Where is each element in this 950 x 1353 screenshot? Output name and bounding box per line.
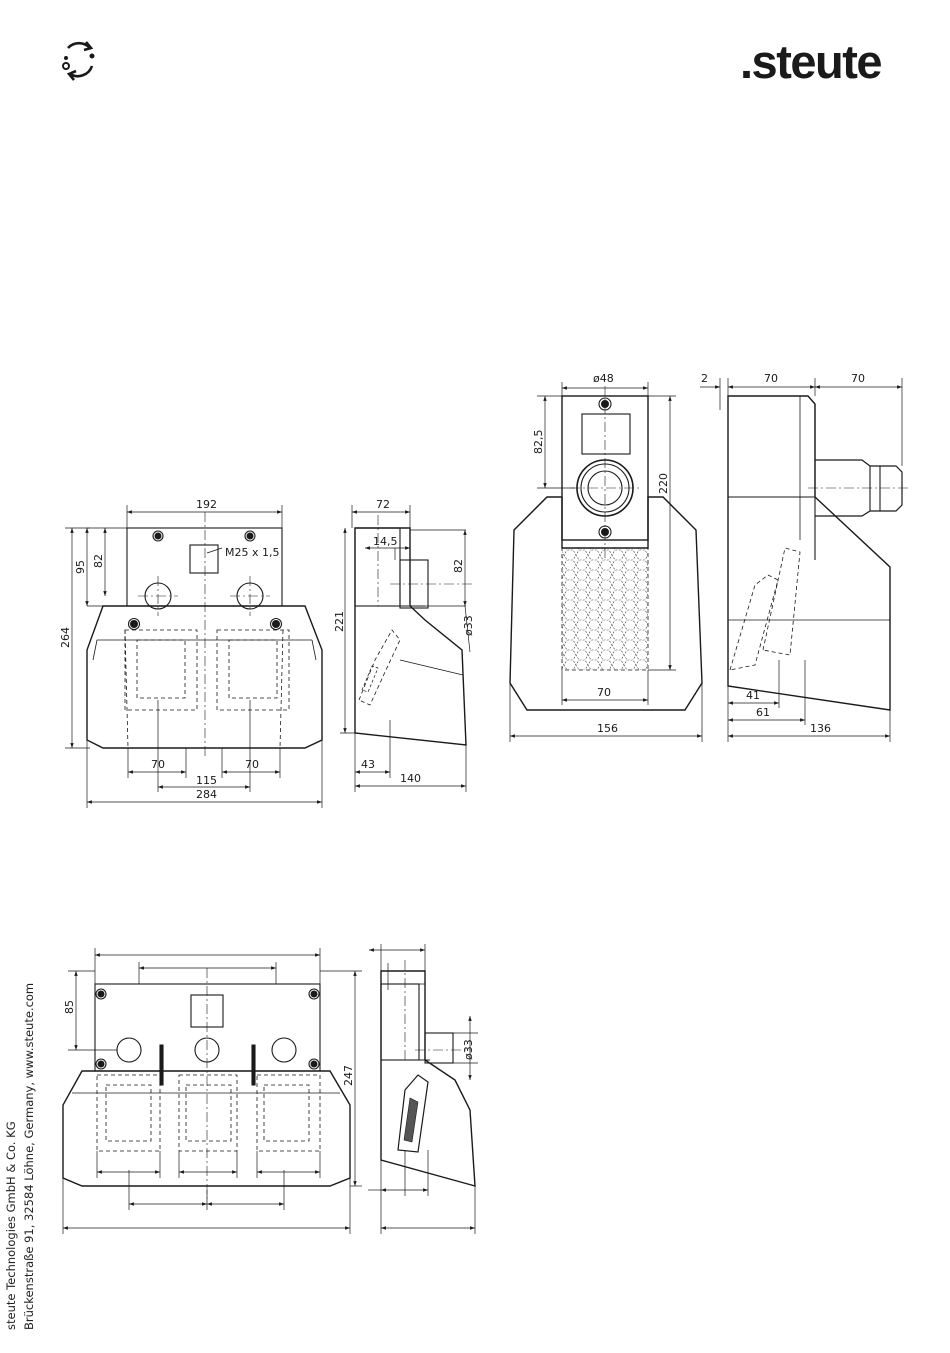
dim-82: 82 [92, 554, 105, 568]
dim-2: 2 [701, 372, 708, 385]
dim-dia-33: ø33 [462, 615, 475, 636]
side-view-single-pedal [700, 378, 910, 742]
dim-156: 156 [597, 722, 618, 735]
dim-264: 264 [59, 627, 72, 648]
dim-115: 115 [196, 774, 217, 787]
dim-136: 136 [810, 722, 831, 735]
dim-221: 221 [333, 611, 346, 632]
side-view-single-pedal-labels: 2 70 70 41 61 136 [701, 372, 865, 735]
sync-icon [56, 36, 102, 82]
front-view-triple-pedal [63, 948, 362, 1234]
dim-61: 61 [756, 706, 770, 719]
dim-thread: M25 x 1,5 [225, 546, 279, 559]
company-footer: steute Technologies GmbH & Co. KG Brücke… [2, 983, 38, 1330]
brand-logo: .steute [740, 34, 881, 89]
front-view-double-pedal-labels: 192 M25 x 1,5 95 82 264 70 115 70 284 [59, 498, 279, 801]
dim-dia-33-triple: ø33 [462, 1039, 475, 1060]
dim-14-5: 14,5 [373, 535, 398, 548]
dim-82-side: 82 [452, 559, 465, 573]
dim-dia-48: ø48 [593, 372, 614, 385]
side-view-triple-pedal [368, 944, 478, 1234]
dim-85: 85 [63, 1000, 76, 1014]
dim-192: 192 [196, 498, 217, 511]
dim-140: 140 [400, 772, 421, 785]
dim-43: 43 [361, 758, 375, 771]
dim-70-right: 70 [245, 758, 259, 771]
footer-company-name: steute Technologies GmbH & Co. KG [2, 983, 20, 1330]
dim-220: 220 [657, 473, 670, 494]
dim-82-5: 82,5 [532, 430, 545, 455]
dim-70-left: 70 [151, 758, 165, 771]
dim-41: 41 [746, 689, 760, 702]
dim-247: 247 [342, 1065, 355, 1086]
front-view-double-pedal [65, 505, 322, 808]
dim-95: 95 [74, 560, 87, 574]
side-view-triple-pedal-labels: ø33 [462, 1039, 475, 1060]
dim-70-pedal: 70 [597, 686, 611, 699]
dim-70-a: 70 [764, 372, 778, 385]
dim-72: 72 [376, 498, 390, 511]
dim-284: 284 [196, 788, 217, 801]
front-view-triple-pedal-labels: 85 247 [63, 1000, 355, 1086]
footer-address: Brückenstraße 91, 32584 Löhne, Germany, … [20, 983, 38, 1330]
dim-70-b: 70 [851, 372, 865, 385]
side-view-double-pedal [340, 505, 475, 792]
